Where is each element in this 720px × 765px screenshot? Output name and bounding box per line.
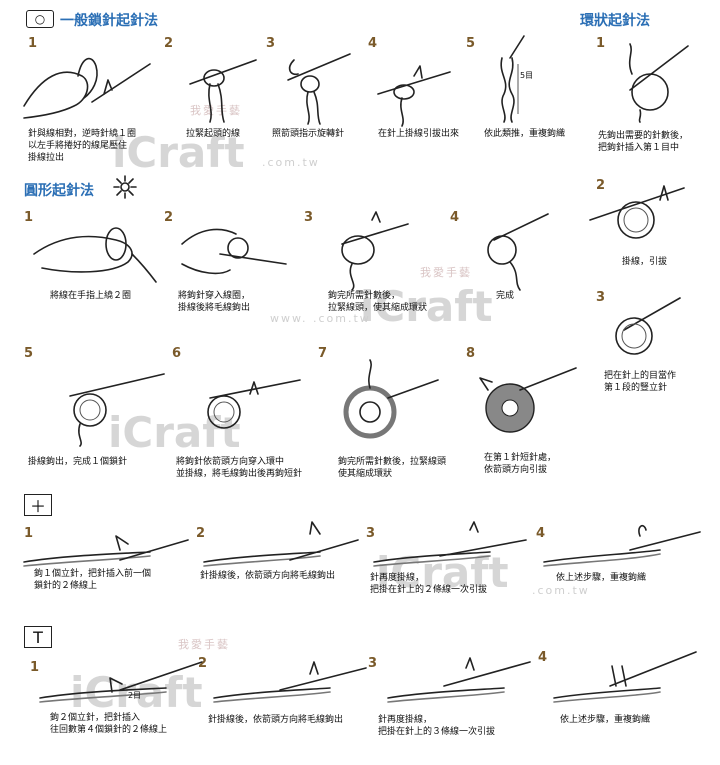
watermark-brand-2: iCraft: [360, 282, 493, 331]
chain-step-5-illustration: [500, 35, 525, 123]
ring-step-3-caption: 把在針上的目當作 第１段的豎立針: [604, 371, 677, 393]
ring-step-1-caption: 先鉤出需要的針數後， 把鉤針插入第１目中: [598, 131, 689, 153]
watermark-cn-3: 我愛手藝: [178, 638, 230, 651]
circle-step-6-illustration: [207, 379, 301, 429]
circle-step-6-num: 6: [172, 346, 182, 361]
half-double-symbol: T: [33, 627, 43, 647]
hdc-step-3-num: 3: [368, 656, 378, 671]
ring-step-3-num: 3: [596, 290, 606, 305]
hdc-step-3-illustration: [387, 657, 531, 703]
hdc-step-2-illustration: [213, 661, 367, 703]
hdc-step-1-illustration: [39, 661, 203, 703]
circle-step-4-caption: 完成: [496, 291, 515, 301]
circle-step-8-num: 8: [466, 346, 476, 361]
sc-step-1-num: 1: [24, 526, 34, 541]
circle-step-1-num: 1: [24, 210, 34, 225]
circle-step-5-illustration: [69, 373, 165, 447]
chain-step-3-num: 3: [266, 36, 276, 51]
watermark-cn-2: 我愛手藝: [420, 266, 472, 279]
ring-step-2-caption: 掛線，引拔: [622, 257, 668, 267]
watermark-url-1: .com.tw: [262, 156, 320, 169]
ring-step-1-illustration: [628, 43, 689, 123]
circle-step-7-num: 7: [318, 346, 328, 361]
flower-icon: [113, 175, 137, 199]
watermark-url-2: www. .com.tw: [270, 312, 371, 325]
circle-step-2-illustration: [181, 228, 287, 275]
sc-step-1-caption: 鉤１個立針，把針插入前一個 鎖針的２條線上: [34, 569, 152, 591]
chain-start-title: 一般鎖針起針法: [60, 13, 158, 29]
sc-step-3-caption: 針再度掛線， 把掛在針上的２條線一次引拔: [370, 573, 488, 595]
sc-step-4-caption: 依上述步驟，重複鉤織: [556, 573, 647, 583]
circle-step-7-caption: 鉤完所需針數後，拉緊線頭 使其縮成環狀: [338, 457, 447, 479]
hdc-step-4-caption: 依上述步驟，重複鉤織: [560, 715, 651, 725]
chain-step-2-caption: 拉緊起頭的線: [186, 129, 241, 139]
circle-step-5-caption: 掛線鉤出，完成１個鎖針: [28, 457, 128, 467]
circle-step-1-caption: 將線在手指上繞２圈: [50, 291, 132, 301]
circle-step-1-illustration: [33, 227, 157, 283]
ring-step-2-illustration: [589, 185, 685, 239]
chain-symbol-box: ○: [26, 10, 54, 28]
circle-step-7-illustration: [343, 359, 439, 439]
chain-step-4-illustration: [377, 65, 451, 127]
circle-step-3-caption: 鉤完所需針數後， 拉緊線頭，使其縮成環狀: [328, 291, 428, 313]
hdc-step-2-caption: 針掛線後，依箭頭方向將毛線鉤出: [208, 715, 344, 725]
chain-symbol: ○: [34, 12, 46, 26]
chain-step-2-num: 2: [164, 36, 174, 51]
sc-step-4-illustration: [543, 524, 701, 567]
half-double-symbol-box: T: [24, 626, 52, 648]
hdc-step-1-num: 1: [30, 660, 40, 675]
single-crochet-symbol: ＋: [29, 497, 46, 516]
circle-step-4-num: 4: [450, 210, 460, 225]
circle-step-8-illustration: [479, 367, 577, 433]
ring-step-2-num: 2: [596, 178, 606, 193]
hdc-step-4-illustration: [553, 651, 697, 703]
chain-step-2-illustration: [189, 59, 257, 123]
ring-step-1-num: 1: [596, 36, 606, 51]
sc-step-4-num: 4: [536, 526, 546, 541]
chain-step-5-count-label: 5目: [520, 71, 534, 80]
sc-step-2-num: 2: [196, 526, 206, 541]
watermark-cn-1: 我愛手藝: [190, 104, 242, 117]
hdc-step-3-caption: 針再度掛線， 把掛在針上的３條線一次引拔: [378, 715, 496, 737]
sc-step-2-illustration: [203, 521, 359, 567]
circle-step-3-num: 3: [304, 210, 314, 225]
circle-step-2-num: 2: [164, 210, 174, 225]
sc-step-2-caption: 針掛線後，依箭頭方向將毛線鉤出: [200, 571, 336, 581]
chain-step-1-illustration: [23, 57, 151, 119]
hdc-step-2-num: 2: [198, 656, 208, 671]
chain-step-5-caption: 依此類推，重複鉤織: [484, 129, 566, 139]
single-crochet-symbol-box: ＋: [24, 494, 52, 516]
hdc-step-4-num: 4: [538, 650, 548, 665]
hdc-step-1-caption: 鉤２個立針，把針插入 往回數第４個鎖針的２條線上: [50, 713, 168, 735]
circle-start-title: 圓形起針法: [24, 183, 94, 199]
watermark-brand-3: iCraft: [108, 408, 241, 457]
chain-step-3-illustration: [287, 53, 351, 125]
circle-step-6-caption: 將鉤針依箭頭方向穿入環中 並掛線，將毛線鉤出後再鉤短針: [176, 457, 303, 479]
sc-step-3-illustration: [373, 521, 527, 567]
chain-step-4-caption: 在針上掛線引拔出來: [378, 129, 460, 139]
chain-step-1-caption: 針與線相對，逆時針繞１圈 以左手將捲好的線尾壓住 掛線拉出: [28, 129, 137, 163]
circle-step-3-illustration: [341, 211, 409, 291]
circle-step-2-caption: 將鉤針穿入線圈， 掛線後將毛線鉤出: [178, 291, 251, 313]
sc-step-1-illustration: [23, 535, 189, 567]
circle-step-5-num: 5: [24, 346, 34, 361]
chain-step-1-num: 1: [28, 36, 38, 51]
watermark-url-3: .com.tw: [532, 584, 590, 597]
circle-step-4-illustration: [487, 213, 549, 291]
sc-step-3-num: 3: [366, 526, 376, 541]
chain-step-4-num: 4: [368, 36, 378, 51]
circle-step-8-caption: 在第１針短針處， 依箭頭方向引拔: [484, 453, 557, 475]
chain-step-5-num: 5: [466, 36, 476, 51]
chain-step-3-caption: 照箭頭指示旋轉針: [272, 129, 345, 139]
ring-start-title: 環狀起針法: [580, 13, 650, 29]
hdc-step-1-count-label: 2目: [128, 691, 142, 700]
watermark-brand-1: iCraft: [112, 128, 245, 177]
ring-step-3-illustration: [615, 297, 681, 355]
